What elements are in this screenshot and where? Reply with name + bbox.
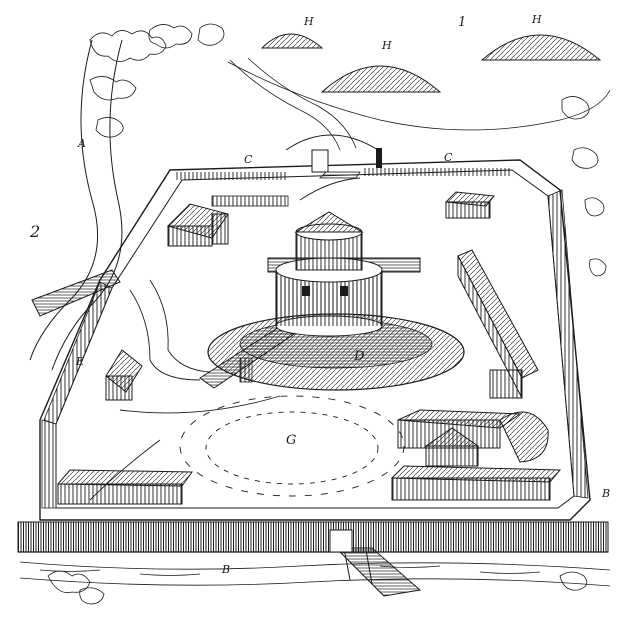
road-a <box>29 39 123 371</box>
label-plate-number: 1 <box>458 15 467 30</box>
hill-left <box>260 33 324 49</box>
bottom-palisade <box>17 521 609 553</box>
outer-rampart <box>39 159 591 521</box>
top-track <box>229 59 341 151</box>
label-gate-c-left: C <box>244 153 253 166</box>
north-gate <box>285 134 382 179</box>
label-b-right: B <box>602 487 611 500</box>
label-gate-c-right: C <box>444 151 453 164</box>
west-bridge <box>31 269 121 317</box>
barn-north-west <box>167 203 229 247</box>
barracks-east <box>457 249 539 399</box>
barracks-south-west <box>56 469 193 505</box>
label-g: G <box>286 433 297 448</box>
label-e: E <box>76 355 85 368</box>
label-d: D <box>354 349 365 364</box>
barracks-north <box>211 195 289 207</box>
hut-north-east <box>444 191 495 219</box>
buildings-south-east <box>390 409 562 501</box>
hills-group <box>227 33 611 131</box>
bridge <box>334 547 422 597</box>
label-hill-h3: H <box>532 13 542 26</box>
label-hill-h1: H <box>304 15 314 28</box>
hut-west <box>105 349 143 401</box>
south-gate <box>329 529 353 553</box>
foliage-group <box>47 23 607 605</box>
central-tower <box>275 211 383 337</box>
hill-right <box>480 34 602 61</box>
label-hill-h2: H <box>382 39 392 52</box>
label-b-bottom: B <box>222 563 231 576</box>
label-margin-mark: 2 <box>30 222 41 241</box>
river-b <box>19 561 611 587</box>
label-road-a: A <box>78 137 86 150</box>
hill-middle <box>320 65 442 93</box>
